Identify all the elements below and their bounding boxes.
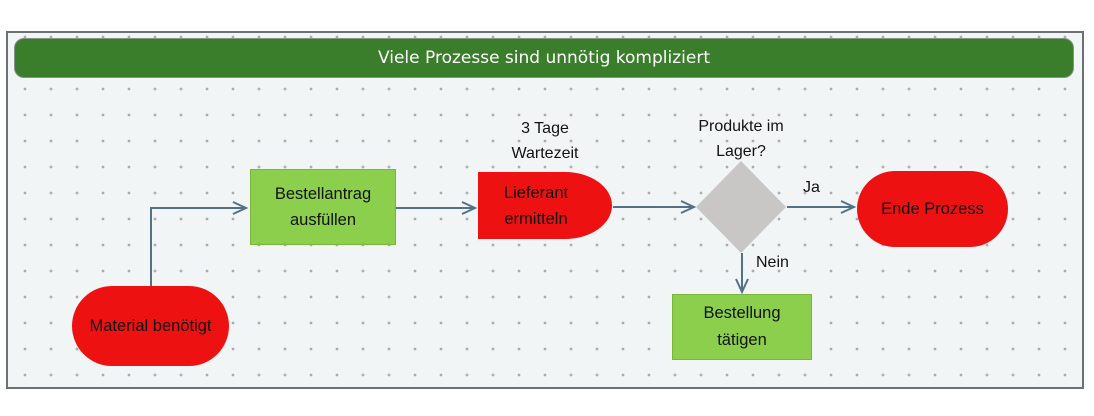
annotation-line1: 3 Tage [521, 120, 569, 137]
node-bestellantrag-ausfuellen[interactable]: Bestellantrag ausfüllen [250, 169, 396, 245]
edge-label-nein: Nein [756, 254, 789, 271]
edge-label-ja: Ja [803, 179, 820, 196]
annotation-stock-question: Produkte im Lager? [666, 114, 816, 164]
node-ende-prozess[interactable]: Ende Prozess [857, 171, 1008, 247]
node-label-line2: tätigen [717, 331, 767, 349]
annotation-line1: Produkte im [698, 118, 784, 135]
node-label-line2: ausfüllen [289, 211, 357, 229]
annotation-line2: Wartezeit [511, 145, 579, 162]
node-label: Ende Prozess [881, 200, 984, 218]
annotation-wait-time: 3 Tage Wartezeit [475, 116, 615, 166]
node-label: Material benötigt [89, 317, 212, 335]
page-title: Viele Prozesse sind unnötig kompliziert [377, 48, 710, 68]
node-material-benoetigt[interactable]: Material benötigt [72, 286, 229, 366]
title-banner: Viele Prozesse sind unnötig kompliziert [14, 38, 1074, 78]
node-label-line1: Lieferant [503, 183, 569, 202]
node-lieferant-ermitteln[interactable]: Lieferant ermitteln [478, 172, 612, 239]
node-label-line1: Bestellung [703, 304, 781, 322]
node-label-line1: Bestellantrag [274, 185, 372, 203]
node-label-line2: ermitteln [504, 209, 568, 228]
annotation-line2: Lager? [716, 143, 766, 160]
node-bestellung-taetigen[interactable]: Bestellung tätigen [672, 294, 812, 360]
